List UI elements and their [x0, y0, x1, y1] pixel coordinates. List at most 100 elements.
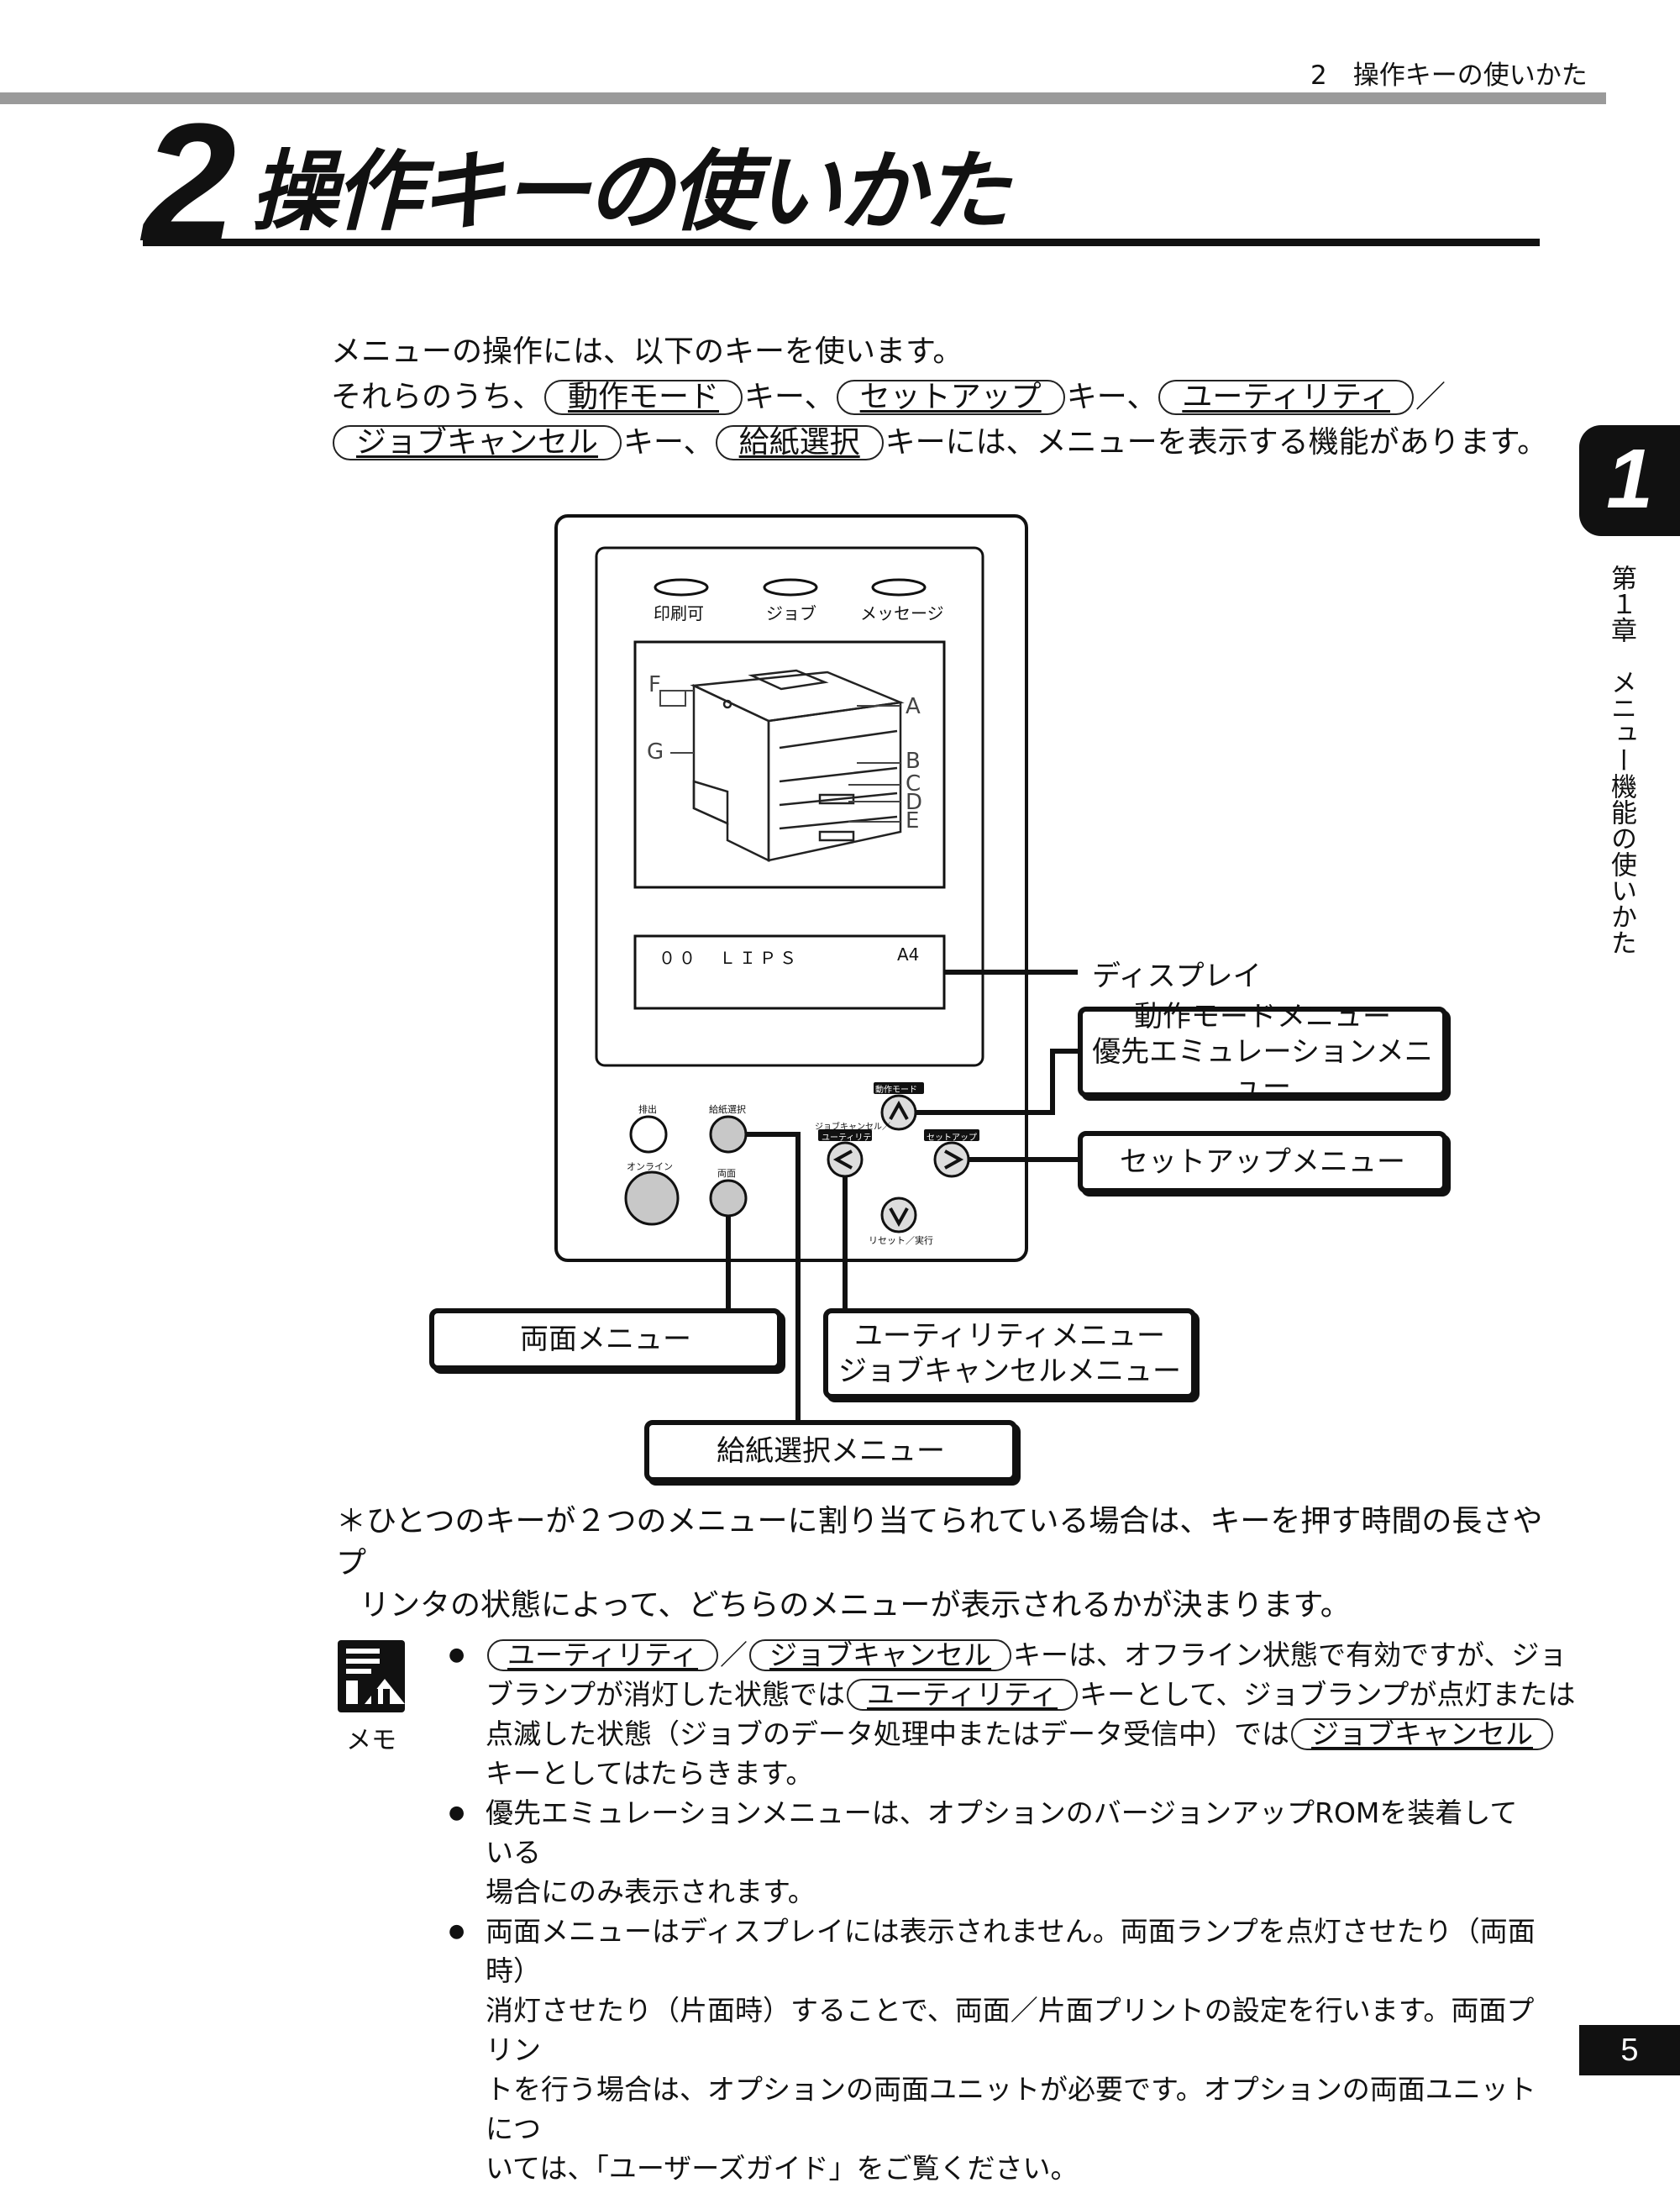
mode-leader	[916, 1049, 1078, 1115]
memo-text: キーとして、ジョブランプが点灯または	[1079, 1678, 1576, 1711]
eject-label: 排出	[638, 1104, 657, 1115]
setup-menu-callout: セットアップメニュー	[1078, 1131, 1447, 1193]
priority-emulation-menu-label: 優先エミュレーションメニュー	[1092, 1035, 1433, 1104]
key-paper-label: 給紙選択	[715, 425, 884, 460]
intro-text: キーには、メニューを表示する機能があります。	[885, 425, 1548, 460]
panel-outline	[554, 514, 1028, 1262]
key-jobcancel-label: ジョブキャンセル	[333, 425, 622, 460]
memo-item-2: 優先エミュレーションメニューは、オプションのバージョンアップROMを装着している…	[447, 1793, 1539, 1912]
lamp-job-label: ジョブ	[766, 603, 816, 623]
memo-text: 点滅した状態（ジョブのデータ処理中またはデータ受信中）では	[486, 1717, 1289, 1750]
memo-key-jobcancel-2: ジョブキャンセル	[1291, 1718, 1553, 1750]
page-number: 5	[1579, 2025, 1680, 2075]
printer-label-a: A	[906, 694, 921, 719]
lamp-message-label: メッセージ	[860, 603, 944, 623]
memo-icon	[338, 1640, 405, 1712]
duplex-menu-callout: 両面メニュー	[429, 1308, 782, 1370]
key-utility-label: ユーティリティ	[1158, 380, 1415, 415]
memo-key-utility: ユーティリティ	[487, 1639, 719, 1671]
mode-caption: 動作モード	[875, 1086, 917, 1095]
printer-label-f: F	[648, 672, 661, 697]
display-callout: ディスプレイ	[1092, 960, 1262, 993]
eject-button	[629, 1115, 668, 1154]
setup-caption-chip	[924, 1129, 979, 1141]
memo-text: 優先エミュレーションメニューは、オプションのバージョンアップROMを装着している	[486, 1796, 1518, 1869]
paper-leader	[746, 1132, 801, 1420]
chevron-up-icon	[889, 1100, 909, 1120]
mode-menu-callout: 動作モードメニュー 優先エミュレーションメニュー	[1078, 1000, 1447, 1104]
printer-leader-lines	[659, 690, 900, 823]
chapter-tab-number: 1	[1606, 432, 1653, 526]
chapter-title: 操作キーの使いかた	[250, 140, 1010, 243]
memo-text: キーは、オフライン状態で有効ですが、ジョ	[1013, 1638, 1567, 1671]
footnote-line-2: リンタの状態によって、どちらのメニューが表示されるかが決まります。	[360, 1588, 1351, 1623]
printer-label-g: G	[647, 739, 664, 765]
memo-key-utility-2: ユーティリティ	[847, 1679, 1079, 1711]
intro-text: キー、	[744, 380, 835, 414]
printer-label-b: B	[906, 749, 921, 774]
online-label: オンライン	[627, 1161, 673, 1172]
memo-text: トを行う場合は、オプションの両面ユニットが必要です。オプションの両面ユニットにつ	[486, 2073, 1536, 2145]
mode-menu-label: 動作モードメニュー	[1134, 1000, 1391, 1034]
paper-select-button	[709, 1115, 748, 1154]
footnote: ＊ひとつのキーが２つのメニューに割り当てられている場合は、キーを押す時間の長さや…	[336, 1501, 1554, 1627]
memo-slash: ／	[720, 1638, 748, 1671]
memo-text: ブランプが消灯した状態では	[486, 1678, 846, 1711]
jobcancel-menu-label: ジョブキャンセルメニュー	[838, 1354, 1181, 1388]
memo-text: 消灯させたり（片面時）することで、両面／片面プリントの設定を行います。両面プリン	[486, 1994, 1535, 2066]
key-setup-label: セットアップ	[836, 380, 1065, 415]
lamp-print	[654, 578, 709, 597]
lamp-message	[871, 578, 927, 597]
memo-text: 両面メニューはディスプレイには表示されません。両面ランプを点灯させたり（両面時）	[486, 1915, 1536, 1987]
chevron-left-icon	[832, 1149, 853, 1170]
utility-caption-chip	[818, 1129, 872, 1141]
intro-text: キー、	[1066, 380, 1158, 414]
paper-menu-callout: 給紙選択メニュー	[644, 1420, 1017, 1482]
setup-caption: セットアップ	[927, 1133, 977, 1143]
online-button	[624, 1170, 680, 1226]
panel-screen	[595, 546, 984, 1067]
intro-text: それらのうち、	[331, 380, 543, 414]
intro-line-3: ジョブキャンセルキー、給紙選択キーには、メニューを表示する機能があります。	[331, 420, 1557, 465]
jobcancel-caption: ジョブキャンセル／	[815, 1123, 890, 1132]
printer-image-area	[633, 640, 946, 889]
reset-button	[880, 1197, 917, 1233]
utility-menu-label: ユーティリティメニュー	[854, 1319, 1165, 1353]
duplex-button	[709, 1179, 748, 1218]
memo-text: キーとしてはたらきます。	[486, 1757, 814, 1790]
intro-text: キー、	[623, 425, 714, 460]
paper-select-label: 給紙選択	[709, 1104, 746, 1115]
intro-line-2: それらのうち、動作モードキー、セットアップキー、ユーティリティ／	[331, 375, 1557, 420]
mode-caption-chip	[874, 1082, 924, 1094]
printer-label-d: D	[906, 790, 923, 815]
lamp-print-label: 印刷可	[654, 603, 704, 623]
printer-illustration	[690, 669, 905, 863]
memo-key-jobcancel: ジョブキャンセル	[749, 1639, 1012, 1671]
chevron-right-icon	[944, 1149, 964, 1170]
title-rule	[143, 239, 1540, 246]
memo-text: 場合にのみ表示されます。	[486, 1875, 816, 1908]
memo-item-3: 両面メニューはディスプレイには表示されません。両面ランプを点灯させたり（両面時）…	[447, 1912, 1539, 2188]
top-rule	[0, 92, 1606, 104]
printer-label-c: C	[906, 771, 921, 797]
display-text-right: A4	[897, 944, 920, 965]
lamp-job	[763, 578, 818, 597]
chevron-down-icon	[889, 1207, 909, 1228]
running-header: 2 操作キーの使いかた	[1310, 60, 1588, 91]
memo-text: いては、「ユーザーズガイド」をご覧ください。	[486, 2152, 1079, 2185]
chapter-tab	[1579, 425, 1680, 536]
intro-slash: ／	[1415, 380, 1446, 414]
setup-menu-label: セットアップメニュー	[1120, 1145, 1405, 1179]
utility-menu-callout: ユーティリティメニュー ジョブキャンセルメニュー	[823, 1308, 1196, 1399]
footnote-line-1: ＊ひとつのキーが２つのメニューに割り当てられている場合は、キーを押す時間の長さや…	[336, 1504, 1543, 1581]
paper-menu-label: 給紙選択メニュー	[717, 1434, 945, 1468]
chapter-side-text: 第１章 メニュー機能の使いかた	[1606, 565, 1636, 955]
duplex-menu-label: 両面メニュー	[520, 1323, 691, 1356]
display-text-left: ００ ＬＩＰＳ	[659, 948, 800, 968]
utility-caption: ユーティリティ	[822, 1133, 879, 1143]
intro-line-1: メニューの操作には、以下のキーを使います。	[331, 334, 963, 369]
reset-caption: リセット／実行	[869, 1235, 933, 1246]
